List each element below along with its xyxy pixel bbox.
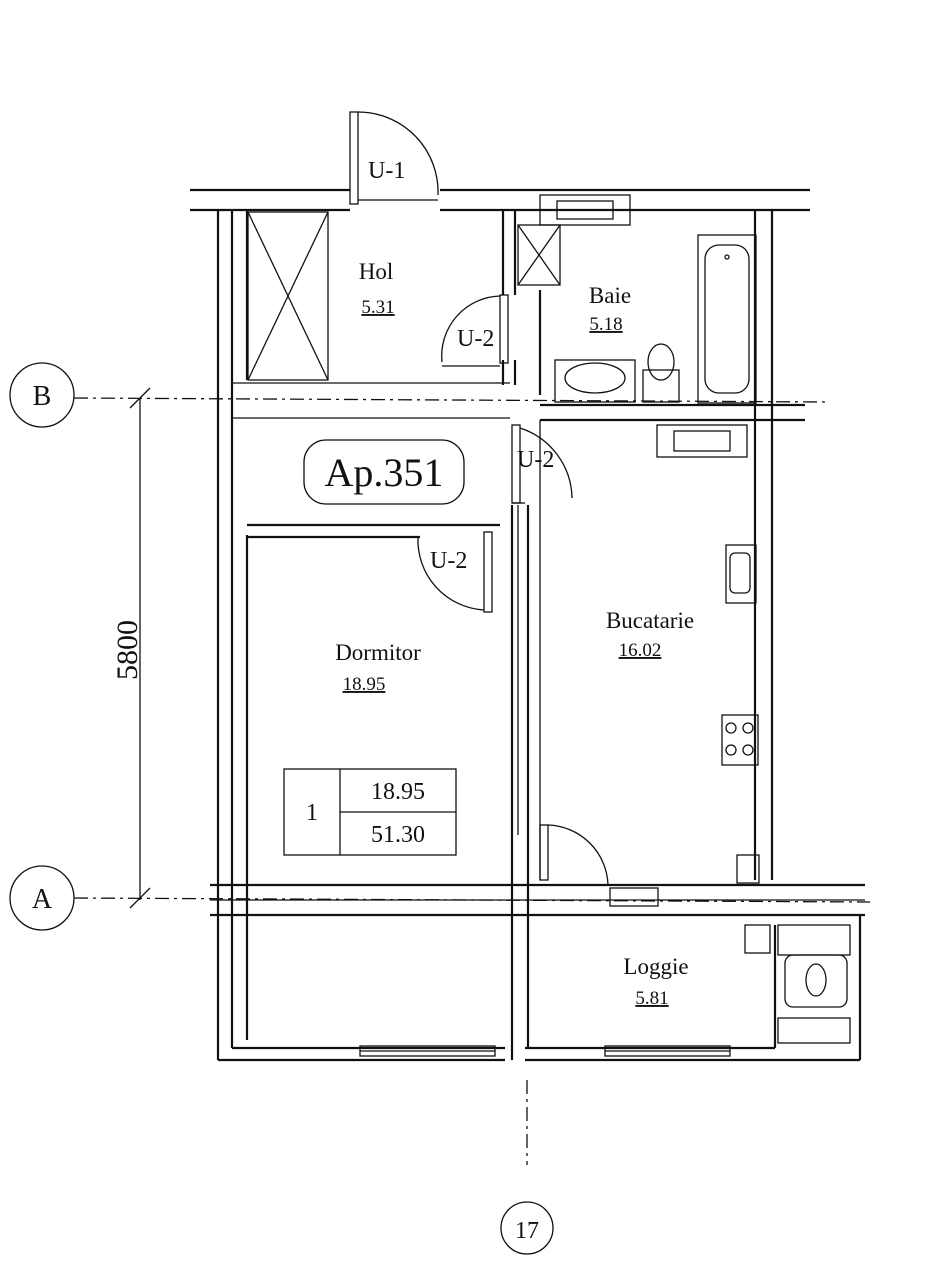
axis-label-a: A [32, 884, 53, 915]
room-area-hol: 5.31 [361, 297, 394, 318]
dimension-ab: 5800 [111, 387, 151, 909]
room-area-baie: 5.18 [589, 314, 622, 335]
axis-a: A [9, 865, 871, 931]
table-total-area: 51.30 [371, 822, 425, 848]
windows [359, 1045, 731, 1057]
door-label-bedroom: U-2 [430, 548, 467, 574]
door-bedroom: U-2 [417, 531, 493, 613]
door-label-hall-kitchen: U-2 [517, 447, 554, 473]
interior-walls [247, 210, 805, 1060]
axis-b: B [9, 362, 831, 428]
axis-17: 17 [500, 1080, 554, 1255]
table-living-area: 18.95 [371, 779, 425, 805]
dimension-label: 5800 [111, 620, 144, 680]
bathroom-fixtures [517, 194, 757, 404]
door-label-entrance: U-1 [368, 158, 405, 184]
storage-closet [247, 211, 329, 381]
axis-label-b: B [33, 381, 52, 412]
room-name-loggie: Loggie [623, 954, 688, 979]
room-name-baie: Baie [589, 283, 631, 308]
apartment-number: Ap.351 [325, 450, 444, 495]
summary-table: 1 18.95 51.30 [283, 768, 457, 856]
room-area-bucatarie: 16.02 [619, 640, 662, 661]
room-name-dormitor: Dormitor [335, 640, 421, 665]
kitchen-fixtures [609, 424, 760, 907]
room-area-loggie: 5.81 [635, 988, 668, 1009]
door-label-hol-baie: U-2 [457, 326, 494, 352]
door-kitchen-loggie [539, 824, 609, 886]
door-hol-baie: U-2 [441, 294, 509, 367]
apartment-label: Ap.351 [303, 439, 465, 505]
room-area-dormitor: 18.95 [343, 674, 386, 695]
room-name-hol: Hol [359, 259, 394, 284]
loggie-fixtures [744, 924, 851, 1044]
table-rooms-count: 1 [306, 800, 318, 826]
axis-label-17: 17 [515, 1218, 539, 1244]
exterior-walls [190, 188, 865, 1062]
door-hall-kitchen: U-2 [511, 424, 573, 504]
room-name-bucatarie: Bucatarie [606, 608, 694, 633]
door-entrance: U-1 [349, 111, 439, 205]
